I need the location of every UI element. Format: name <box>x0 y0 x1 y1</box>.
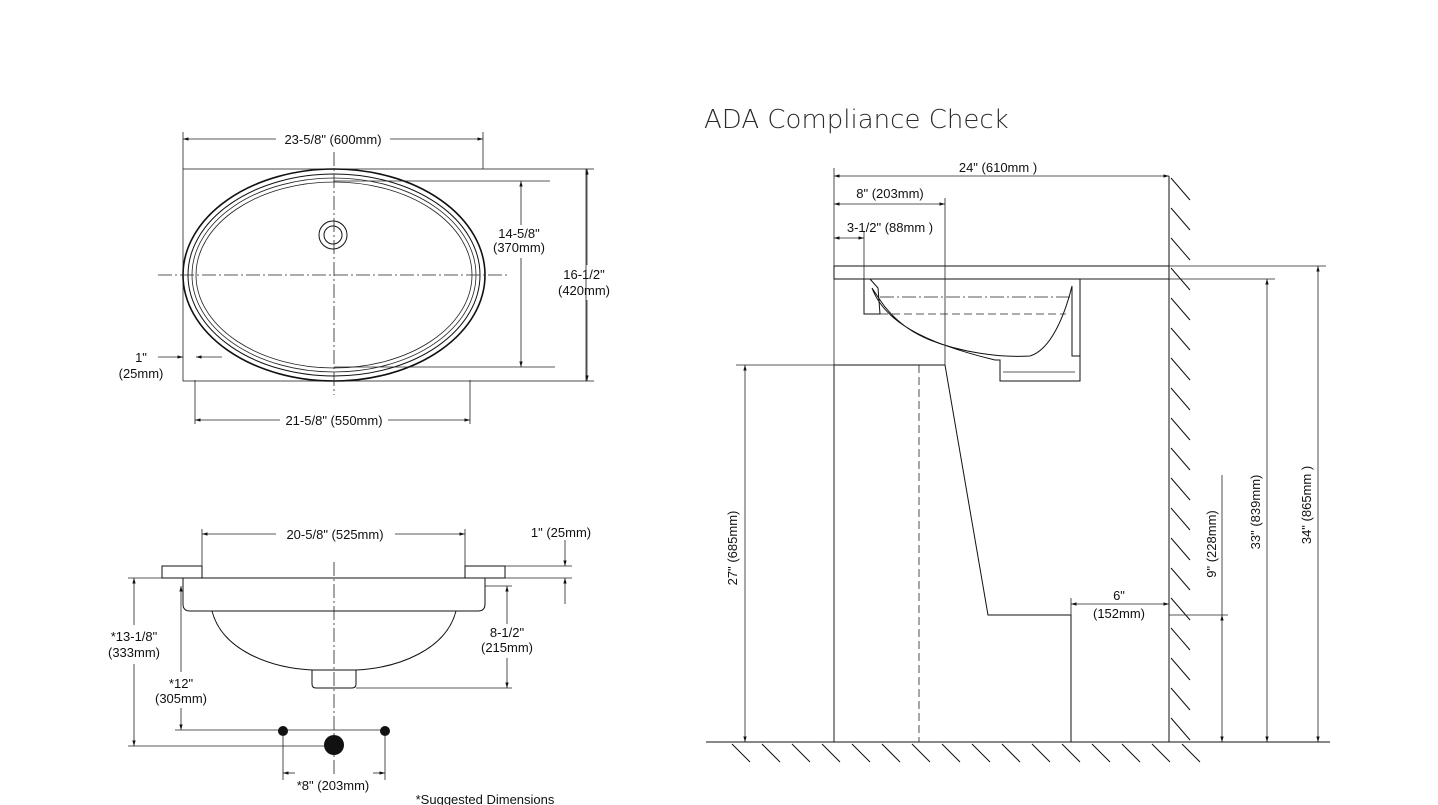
ada-toe-depth-in: 6" <box>1113 588 1125 603</box>
rim-height-in: *13-1/8" <box>111 629 158 644</box>
ada-rim-height-label: 33" (839mm) <box>1248 475 1263 550</box>
ada-view: ADA Compliance Check 24" (610mm ) <box>704 105 1330 763</box>
overall-depth-mm: (420mm) <box>558 283 610 298</box>
bowl-depth-mm: (370mm) <box>493 240 545 255</box>
wall-hatch <box>1170 177 1191 741</box>
ada-bowl-front-label: 8" (203mm) <box>856 186 923 201</box>
ada-rim-front-label: 3-1/2" (88mm ) <box>847 220 933 235</box>
supply-hole-left-icon <box>278 726 288 736</box>
ada-knee-clearance-zone <box>833 364 1072 743</box>
supply-hole-right-icon <box>380 726 390 736</box>
cutout-width-label: 20-5/8" (525mm) <box>286 527 383 542</box>
overall-depth-in: 16-1/2" <box>563 267 605 282</box>
supply-spacing-label: *8" (203mm) <box>297 778 370 793</box>
drain-height-in: *12" <box>169 676 194 691</box>
drain-hole-icon <box>324 735 344 755</box>
ada-counter-depth-label: 24" (610mm ) <box>959 160 1037 175</box>
ada-knee-height-label: 27" (685mm) <box>725 511 740 586</box>
overflow-icon <box>318 220 348 250</box>
rim-height-mm: (333mm) <box>108 645 160 660</box>
side-view-bowl <box>211 610 457 671</box>
bowl-height-mm: (215mm) <box>481 640 533 655</box>
floor-hatch <box>731 743 1201 763</box>
side-view-counter-right <box>464 565 506 579</box>
bowl-height-in: 8-1/2" <box>490 625 525 640</box>
bowl-depth-in: 14-5/8" <box>498 226 540 241</box>
drain-height-mm: (305mm) <box>155 691 207 706</box>
side-view-counter-left <box>161 565 203 579</box>
rim-mm: (25mm) <box>119 366 164 381</box>
top-view: 23-5/8" (600mm) 21-5/8" (550mm) 14-5/8" … <box>119 132 610 428</box>
counter-thickness-label: 1" (25mm) <box>531 525 591 540</box>
side-view: 20-5/8" (525mm) 1" (25mm) 8-1/2" (215mm)… <box>108 525 591 805</box>
ada-toe-depth-mm: (152mm) <box>1093 606 1145 621</box>
bowl-width-label: 21-5/8" (550mm) <box>285 413 382 428</box>
ada-toe-height-label: 9" (228mm) <box>1204 510 1219 577</box>
suggested-dimensions-note: *Suggested Dimensions <box>416 792 555 805</box>
overall-width-label: 23-5/8" (600mm) <box>284 132 381 147</box>
side-view-drain <box>311 670 357 689</box>
ada-title: ADA Compliance Check <box>704 105 1009 135</box>
rim-in: 1" <box>135 350 147 365</box>
ada-countertop <box>833 265 1170 280</box>
ada-counter-height-label: 34" (865mm ) <box>1299 466 1314 544</box>
ada-sink-bowl <box>871 285 1081 382</box>
